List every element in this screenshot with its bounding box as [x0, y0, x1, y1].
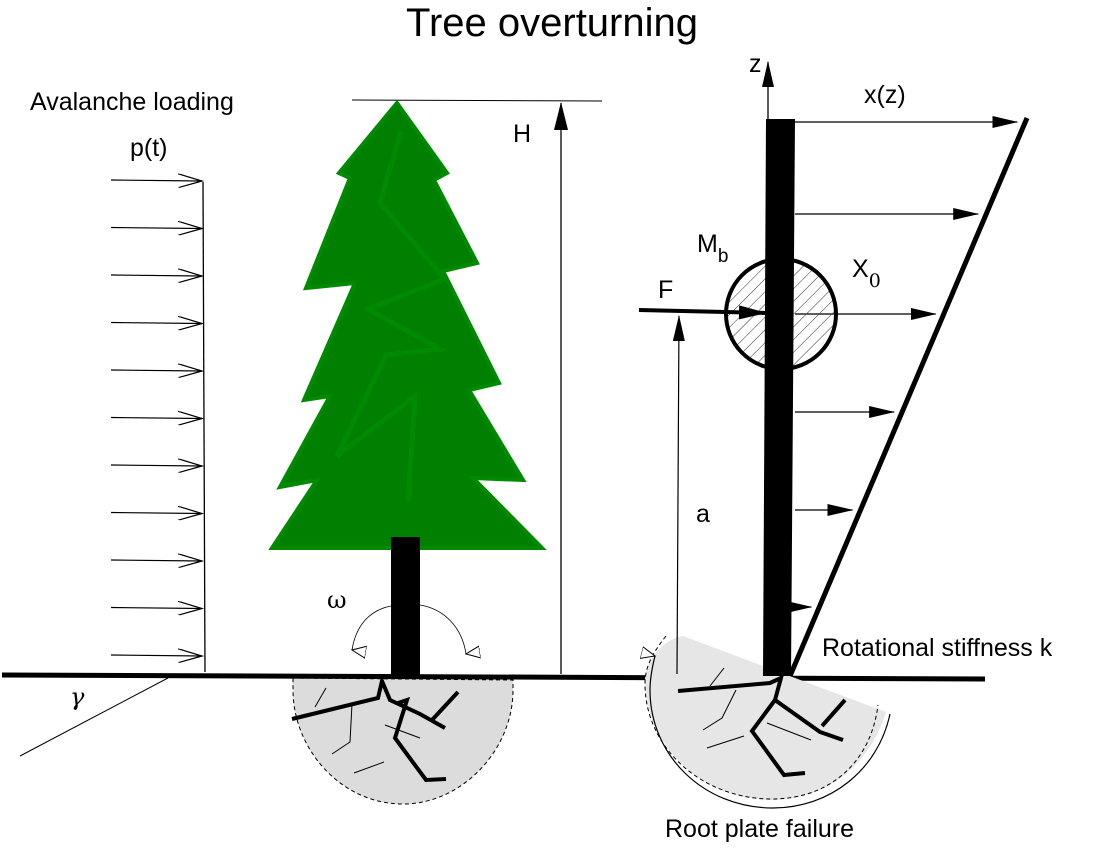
tree-branch-line	[334, 130, 450, 503]
force-arrow	[638, 305, 767, 320]
lever-arm-label: a	[696, 500, 710, 528]
load-arrow	[110, 323, 202, 324]
root-plate-failure-label: Root plate failure	[665, 815, 854, 843]
slope-angle-symbol: γ	[70, 683, 85, 711]
roots-left	[291, 674, 460, 783]
root-plate-left	[292, 677, 514, 805]
avalanche-loading-label: Avalanche loading	[30, 88, 234, 116]
load-envelope-line	[202, 181, 206, 673]
rotational-stiffness-label: Rotational stiffness k	[822, 634, 1053, 662]
load-arrow	[110, 418, 202, 419]
moment-label: Mb	[697, 230, 728, 267]
load-arrow	[110, 608, 202, 609]
root-failure-arc	[650, 656, 891, 809]
right-panel: z x(z) a Mb F X0 Rotati	[638, 50, 1053, 843]
left-panel: Avalanche loading p(t) H ω	[1, 88, 986, 805]
root-plate-right	[645, 636, 886, 800]
z-axis-label: z	[749, 50, 762, 78]
load-arrow	[110, 655, 202, 656]
load-arrow	[110, 180, 202, 181]
deflection-arrows	[786, 116, 1019, 613]
deflection-label: x(z)	[864, 81, 906, 109]
lever-arm-dimension-arrow	[672, 315, 685, 675]
height-label: H	[513, 120, 531, 148]
stem-bar	[763, 119, 795, 676]
force-label: F	[658, 276, 673, 304]
load-arrow	[110, 228, 202, 229]
roots-right	[677, 667, 847, 778]
load-symbol-label: p(t)	[130, 134, 168, 162]
load-arrow	[110, 560, 202, 561]
load-arrow	[110, 513, 202, 514]
rotation-arrow-right	[419, 604, 466, 654]
rotation-symbol: ω	[327, 586, 347, 614]
ground-line	[1, 672, 986, 682]
displacement-subscript: 0	[869, 270, 881, 292]
rotation-arrow-left	[352, 605, 392, 650]
root-plate-right-outline	[644, 635, 879, 800]
deflection-envelope-line	[787, 117, 1030, 677]
load-arrow	[110, 370, 202, 371]
load-arrows	[110, 180, 202, 656]
diagram-title: Tree overturning	[406, 1, 698, 45]
moment-subscript: b	[718, 246, 729, 267]
load-arrow	[110, 465, 202, 466]
height-reference-line	[351, 99, 603, 102]
load-arrow	[110, 275, 202, 276]
tree-trunk	[391, 537, 420, 678]
slope-line	[19, 677, 169, 757]
displacement-label: X0	[852, 255, 881, 292]
